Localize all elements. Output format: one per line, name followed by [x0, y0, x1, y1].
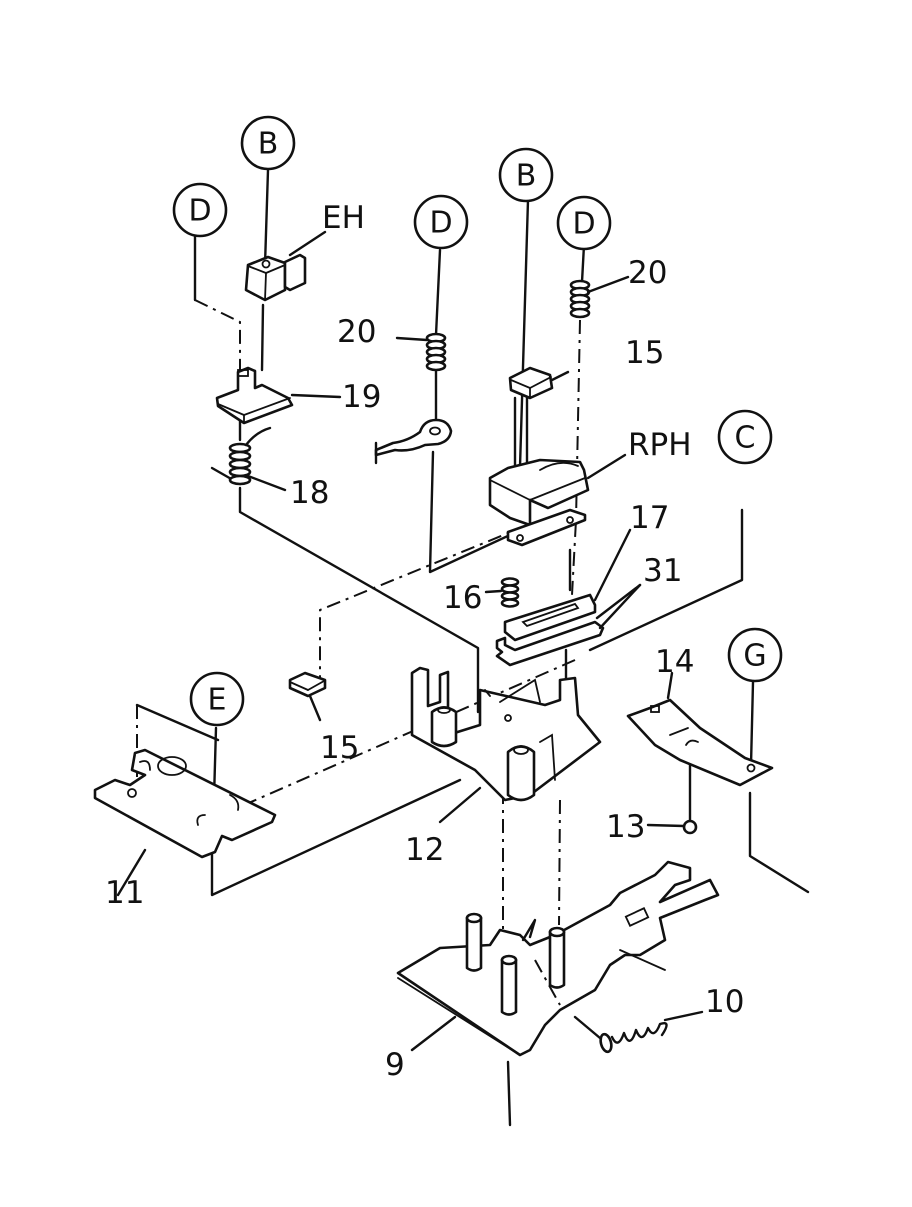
label-19: 19 — [342, 379, 381, 415]
part-spring-16 — [484, 577, 520, 608]
label-11: 11 — [105, 875, 144, 911]
callout-circle — [172, 182, 228, 238]
axis-line — [319, 524, 529, 680]
label-15-bottom: 15 — [320, 730, 359, 766]
part-erase-head — [244, 230, 327, 302]
part-record-playback-head — [488, 453, 627, 547]
leader-line — [434, 248, 442, 337]
label-eh: EH — [322, 200, 365, 236]
label-31: 31 — [643, 553, 682, 589]
label-16: 16 — [443, 580, 482, 616]
axis-line — [748, 791, 810, 894]
part-spacer-17 — [503, 528, 632, 642]
callout-circle — [413, 194, 469, 250]
part-base-plate — [396, 860, 720, 1057]
axis-line — [571, 319, 581, 596]
callout-b-right: B — [498, 147, 554, 203]
axis-line — [558, 799, 561, 926]
part-spring-10 — [573, 1010, 704, 1054]
callout-letter: B — [516, 159, 537, 194]
part-shim-31 — [495, 583, 642, 667]
label-14: 14 — [655, 644, 694, 680]
part-cap-15-top — [508, 366, 570, 400]
axis-line — [209, 659, 576, 821]
callout-d-mid: D — [413, 194, 469, 250]
part-head-holder — [410, 666, 602, 824]
callout-g: G — [727, 627, 783, 683]
part-lever-plate — [626, 671, 774, 787]
axis-line — [210, 778, 462, 897]
part-bracket-plate — [93, 748, 277, 897]
leader-line — [260, 303, 265, 372]
callout-letter: D — [429, 206, 452, 241]
callout-letter: D — [188, 194, 211, 229]
label-9: 9 — [385, 1047, 405, 1083]
label-18: 18 — [290, 475, 329, 511]
leader-line — [135, 703, 220, 742]
callout-letter: B — [258, 127, 279, 162]
callout-circle — [717, 409, 773, 465]
part-spring-18 — [228, 426, 287, 492]
callout-letter: D — [572, 207, 595, 242]
leader-line — [749, 680, 755, 767]
part-screw-13 — [646, 819, 698, 835]
axis-line — [194, 299, 241, 370]
callout-circle — [556, 195, 612, 251]
label-15-top: 15 — [625, 335, 664, 371]
label-13: 13 — [606, 809, 645, 845]
part-spring-20-left — [395, 332, 447, 372]
label-20-right: 20 — [628, 255, 667, 291]
callout-b-left: B — [240, 115, 296, 171]
axis-line — [428, 450, 512, 574]
part-labels: EH RPH 20 20 19 18 15 15 17 31 16 14 13 … — [105, 200, 744, 1083]
assembly-lines — [135, 168, 810, 1127]
axis-line — [506, 1060, 512, 1127]
callout-c: C — [717, 409, 773, 465]
label-17: 17 — [630, 500, 669, 536]
part-lever-washer — [374, 418, 453, 465]
callout-circle — [189, 671, 245, 727]
part-cap-15-bottom — [288, 671, 327, 722]
label-20-left: 20 — [337, 314, 376, 350]
callout-letter: G — [743, 639, 766, 674]
callout-e: E — [189, 671, 245, 727]
leader-line — [580, 243, 586, 284]
callout-circle — [240, 115, 296, 171]
callout-circle — [727, 627, 783, 683]
callout-d-left: D — [172, 182, 228, 238]
label-12: 12 — [405, 832, 444, 868]
leader-line — [263, 168, 270, 267]
label-10: 10 — [705, 984, 744, 1020]
axis-line — [238, 486, 480, 714]
part-erase-head-base — [215, 366, 342, 425]
callout-letter: C — [735, 421, 756, 456]
callout-circle — [498, 147, 554, 203]
callout-d-right: D — [556, 195, 612, 251]
callout-letter: E — [208, 683, 227, 718]
label-rph: RPH — [628, 427, 692, 463]
leader-line — [517, 198, 530, 502]
part-spring-20-right — [569, 275, 630, 319]
leader-line — [588, 508, 744, 652]
